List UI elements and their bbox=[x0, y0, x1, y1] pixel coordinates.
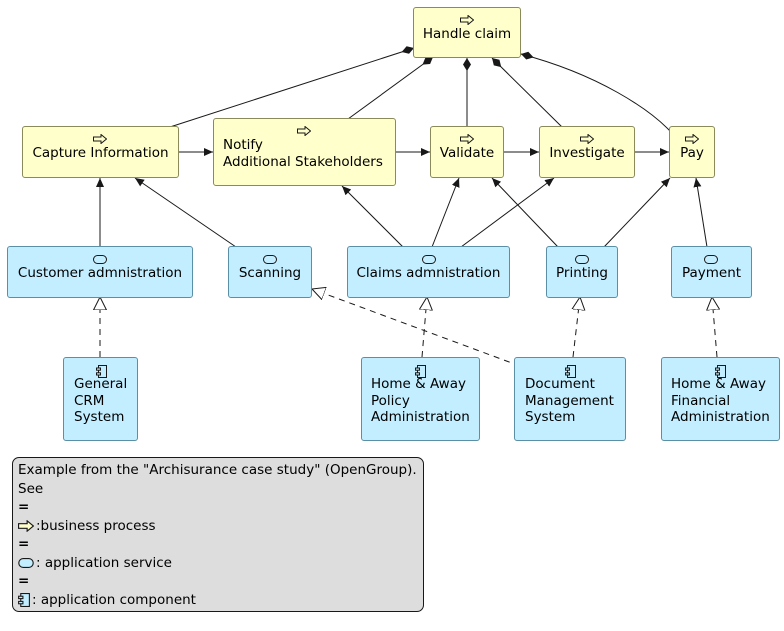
process-notify-stakeholders[interactable]: Notify Additional Stakeholders bbox=[213, 118, 396, 186]
component-label: Home & Away Policy Administration bbox=[371, 376, 470, 425]
business-process-icon bbox=[540, 127, 634, 145]
note-separator: = bbox=[18, 536, 30, 552]
serving-printing-validate bbox=[491, 177, 559, 248]
note-separator: = bbox=[18, 499, 30, 515]
serving-claims-notify bbox=[341, 185, 404, 248]
note-see-text: See bbox=[18, 480, 44, 497]
process-investigate[interactable]: Investigate bbox=[539, 126, 635, 178]
service-label: Claims admnistration bbox=[356, 265, 501, 281]
note-separator: = bbox=[18, 573, 30, 589]
process-label: Capture Information bbox=[32, 145, 169, 161]
service-label: Scanning bbox=[238, 265, 302, 281]
composition-pay-handle bbox=[520, 51, 671, 132]
application-service-icon bbox=[8, 247, 192, 265]
service-payment[interactable]: Payment bbox=[671, 246, 752, 298]
serving-claims-validate bbox=[431, 177, 460, 248]
process-label: Notify Additional Stakeholders bbox=[223, 137, 383, 170]
serving-printing-pay bbox=[603, 177, 671, 248]
business-process-icon bbox=[414, 8, 520, 26]
application-service-icon bbox=[348, 247, 509, 265]
business-process-icon bbox=[431, 127, 503, 145]
application-component-icon bbox=[371, 358, 479, 378]
legend-service-label: : application service bbox=[36, 554, 172, 571]
legend-process-label: :business process bbox=[36, 517, 156, 534]
service-label: Payment bbox=[681, 265, 742, 281]
service-scanning[interactable]: Scanning bbox=[228, 246, 312, 298]
service-printing[interactable]: Printing bbox=[546, 246, 618, 298]
composition-investigate-handle bbox=[491, 57, 563, 128]
process-label: Investigate bbox=[549, 145, 625, 161]
legend-business-process: :business process bbox=[18, 517, 418, 536]
note-source-text: Example from the "Archisurance case stud… bbox=[18, 462, 417, 478]
serving-payment-pay bbox=[693, 177, 708, 248]
composition-capture-handle bbox=[169, 46, 415, 128]
component-home-away-financial[interactable]: Home & Away Financial Administration bbox=[661, 357, 780, 441]
service-label: Printing bbox=[556, 265, 608, 281]
component-label: Document Management System bbox=[525, 376, 614, 425]
component-label: General CRM System bbox=[74, 376, 128, 425]
legend-application-component: : application component bbox=[18, 591, 418, 610]
component-home-away-policy[interactable]: Home & Away Policy Administration bbox=[361, 357, 480, 441]
business-process-icon bbox=[23, 127, 178, 145]
application-component-icon bbox=[671, 358, 779, 378]
component-general-crm[interactable]: General CRM System bbox=[63, 357, 138, 441]
business-process-icon bbox=[223, 119, 395, 137]
legend-component-label: : application component bbox=[32, 591, 196, 608]
business-process-icon bbox=[18, 519, 34, 532]
service-label: Customer admnistration bbox=[17, 265, 183, 281]
process-label: Handle claim bbox=[422, 26, 512, 42]
legend-note: Example from the "Archisurance case stud… bbox=[12, 457, 424, 612]
service-claims-administration[interactable]: Claims admnistration bbox=[347, 246, 510, 298]
process-label: Pay bbox=[680, 145, 704, 161]
business-process-icon bbox=[670, 127, 714, 145]
application-service-icon bbox=[547, 247, 617, 265]
process-label: Validate bbox=[439, 145, 495, 161]
application-component-icon bbox=[525, 358, 625, 378]
composition-notify-handle bbox=[347, 56, 434, 120]
realization-document-scanning bbox=[312, 289, 521, 367]
realization-financial-payment bbox=[712, 297, 717, 358]
application-service-icon bbox=[18, 557, 34, 568]
application-component-icon bbox=[18, 592, 30, 607]
process-handle-claim[interactable]: Handle claim bbox=[413, 7, 521, 58]
component-label: Home & Away Financial Administration bbox=[671, 376, 770, 425]
realization-document-printing bbox=[573, 297, 580, 358]
serving-claims-investigate bbox=[460, 177, 555, 248]
realization-policy-claims bbox=[422, 297, 427, 358]
process-pay[interactable]: Pay bbox=[669, 126, 715, 178]
process-capture-information[interactable]: Capture Information bbox=[22, 126, 179, 178]
serving-scanning-capture bbox=[134, 177, 237, 248]
legend-application-service: : application service bbox=[18, 554, 418, 573]
process-validate[interactable]: Validate bbox=[430, 126, 504, 178]
component-document-management[interactable]: Document Management System bbox=[514, 357, 626, 441]
application-component-icon bbox=[74, 358, 137, 378]
application-service-icon bbox=[229, 247, 311, 265]
service-customer-administration[interactable]: Customer admnistration bbox=[7, 246, 193, 298]
application-service-icon bbox=[672, 247, 751, 265]
